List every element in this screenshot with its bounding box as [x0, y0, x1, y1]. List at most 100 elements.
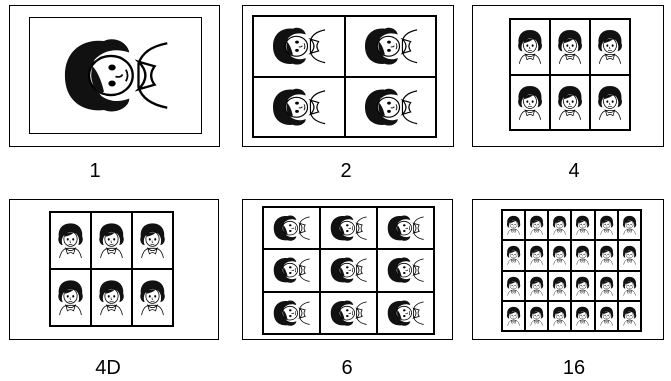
portrait-face-icon [364, 88, 417, 126]
portrait-face-icon [599, 215, 613, 235]
photo-cell [263, 249, 320, 292]
photo-cell [594, 210, 618, 241]
photo-cell [571, 240, 595, 271]
photo-cell [525, 240, 549, 271]
portrait-face-icon [273, 215, 310, 241]
photo-cell [548, 240, 572, 271]
photo-cell [344, 16, 436, 77]
portrait-face-icon [622, 215, 637, 235]
portrait-face-icon [530, 215, 544, 235]
portrait-face-icon [576, 306, 590, 326]
photo-cell [617, 270, 641, 301]
print-layout-2-sheet [252, 15, 437, 138]
photo-cell [590, 19, 630, 75]
photo-cell [91, 269, 132, 326]
photo-cell [50, 269, 91, 326]
portrait-face-icon [506, 246, 521, 265]
photo-cell [594, 300, 618, 331]
photo-cell [320, 291, 377, 334]
portrait-face-icon [553, 276, 567, 296]
photo-cell [550, 74, 590, 130]
print-layout-2-label: 2 [340, 160, 352, 182]
portrait-face-icon [506, 306, 521, 326]
portrait-face-icon [330, 215, 367, 241]
photo-cell [550, 19, 590, 75]
photo-cell [344, 76, 436, 137]
portrait-face-icon [622, 276, 637, 296]
photo-cell [594, 270, 618, 301]
print-layout-6-sheet [262, 206, 435, 335]
portrait-face-icon [553, 246, 567, 265]
photo-cell [548, 270, 572, 301]
photo-cell [525, 210, 549, 241]
portrait-face-icon [58, 223, 83, 259]
photo-cell [571, 210, 595, 241]
photo-cell [510, 19, 550, 75]
photo-cell [320, 207, 377, 250]
portrait-face-icon [576, 215, 590, 235]
portrait-face-icon [140, 280, 165, 316]
photo-cell [617, 210, 641, 241]
photo-cell [548, 210, 572, 241]
portrait-face-icon [99, 280, 124, 316]
portrait-face-icon [558, 30, 582, 64]
print-layout-4d-label: 4D [95, 357, 121, 379]
portrait-face-icon [330, 300, 367, 326]
photo-cell [30, 18, 201, 133]
portrait-face-icon [273, 300, 310, 326]
portrait-face-icon [558, 85, 582, 120]
print-layout-1-label: 1 [89, 160, 101, 182]
portrait-face-icon [622, 306, 637, 326]
photo-cell [548, 300, 572, 331]
portrait-face-icon [599, 306, 613, 326]
photo-cell [253, 76, 345, 137]
photo-cell [502, 270, 526, 301]
portrait-face-icon [140, 223, 165, 259]
portrait-face-icon [518, 85, 542, 120]
photo-cell [571, 270, 595, 301]
photo-cell [253, 16, 345, 77]
portrait-face-icon [530, 246, 544, 265]
portrait-face-icon [273, 257, 310, 284]
portrait-face-icon [273, 88, 326, 126]
photo-cell [525, 300, 549, 331]
portrait-face-icon [387, 300, 424, 326]
photo-cell [617, 240, 641, 271]
portrait-face-icon [330, 257, 367, 284]
portrait-face-icon [530, 306, 544, 326]
portrait-face-icon [622, 246, 637, 265]
portrait-face-icon [553, 306, 567, 326]
portrait-face-icon [599, 246, 613, 265]
portrait-face-icon [506, 215, 521, 235]
portrait-face-icon [99, 223, 124, 259]
portrait-face-icon [387, 257, 424, 284]
photo-cell [502, 210, 526, 241]
portrait-face-icon [530, 276, 544, 296]
photo-cell [320, 249, 377, 292]
portrait-face-icon [364, 27, 417, 65]
portrait-face-icon [64, 39, 168, 112]
print-layout-16-label: 16 [562, 357, 586, 379]
photo-cell [502, 240, 526, 271]
portrait-face-icon [518, 30, 542, 64]
portrait-face-icon [387, 215, 424, 241]
portrait-face-icon [599, 276, 613, 296]
print-layout-6-label: 6 [341, 357, 353, 379]
photo-cell [525, 270, 549, 301]
photo-cell [377, 291, 434, 334]
photo-cell [590, 74, 630, 130]
portrait-face-icon [598, 85, 622, 120]
print-layout-4d-sheet [49, 211, 174, 327]
print-layout-4-sheet [509, 18, 631, 131]
photo-cell [502, 300, 526, 331]
photo-cell [377, 207, 434, 250]
print-layout-4-label: 4 [568, 160, 580, 182]
photo-cell [132, 212, 173, 269]
portrait-face-icon [273, 27, 326, 65]
photo-cell [594, 240, 618, 271]
photo-cell [571, 300, 595, 331]
photo-cell [263, 291, 320, 334]
portrait-face-icon [598, 30, 622, 64]
photo-cell [617, 300, 641, 331]
portrait-face-icon [576, 276, 590, 296]
